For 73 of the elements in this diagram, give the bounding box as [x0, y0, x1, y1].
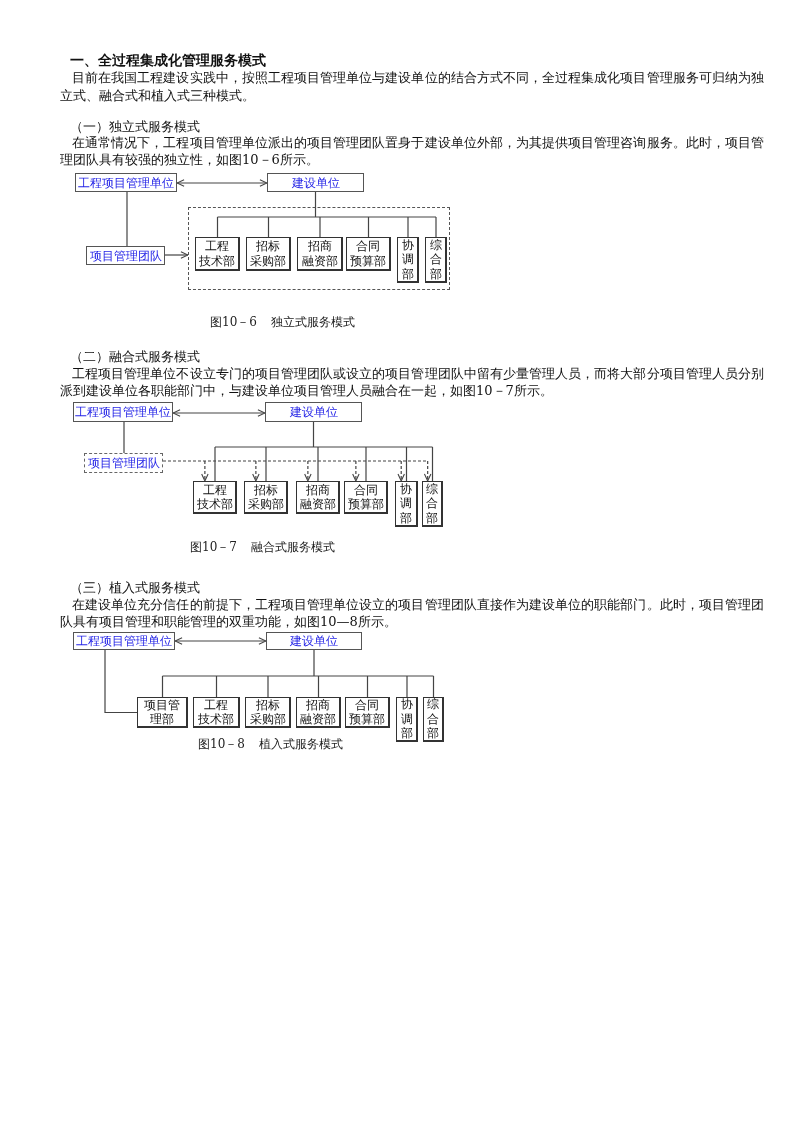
department-box: 工程技术部 — [193, 481, 237, 514]
connector-line — [317, 675, 320, 698]
dashed-arrow — [201, 460, 209, 482]
paragraph: 目前在我国工程建设实践中，按照工程项目管理单位与建设单位的结合方式不同，全过程集成化项目管理服务可归纳为独立式、融合式和植入式三种模式。 — [60, 69, 764, 104]
connector-line — [432, 675, 435, 698]
connector-line — [407, 216, 409, 238]
department-box: 协调部 — [396, 697, 418, 742]
connector-line — [405, 446, 408, 482]
connector-line — [435, 216, 437, 238]
connector-line — [267, 675, 269, 698]
dashed-arrow — [304, 460, 312, 482]
double-arrow — [176, 179, 268, 187]
unit-box: 工程项目管理单位 — [73, 402, 173, 422]
connector-line — [215, 675, 218, 698]
department-box: 招标采购部 — [244, 481, 288, 514]
department-box: 招商融资部 — [296, 481, 340, 514]
department-box: 合同预算部 — [345, 697, 390, 728]
dashed-frame — [188, 207, 450, 290]
department-box: 综合部 — [422, 481, 443, 527]
connector-line — [319, 216, 321, 238]
connector-line — [431, 446, 434, 482]
heading: 一、全过程集成化管理服务模式 — [70, 52, 266, 70]
figure-caption: 图10－6 独立式服务模式 — [210, 314, 355, 331]
department-box: 综合部 — [425, 237, 447, 283]
subheading: （三）植入式服务模式 — [70, 578, 200, 596]
department-box: 工程技术部 — [195, 237, 240, 271]
paragraph: 在通常情况下，工程项目管理单位派出的项目管理团队置身于建设单位外部，为其提供项目管理咨询服务。此时，项目管理团队具有较强的独立性，如图10－6所示。 — [60, 134, 764, 169]
figure-caption: 图10－7 融合式服务模式 — [190, 539, 335, 556]
team-box: 项目管理团队 — [84, 453, 163, 473]
dashed-line — [162, 460, 429, 462]
double-arrow — [172, 409, 266, 417]
unit-box: 建设单位 — [265, 402, 362, 422]
double-arrow — [174, 637, 267, 645]
department-box: 协调部 — [395, 481, 418, 527]
dashed-arrow — [423, 460, 432, 482]
dashed-arrow — [252, 460, 260, 482]
paragraph: 在建设单位充分信任的前提下，工程项目管理单位设立的项目管理团队直接作为建设单位的职能部门。此时，项目管理团队具有项目管理和职能管理的双重功能，如图10—8所示。 — [60, 595, 764, 631]
connector-line — [214, 446, 216, 482]
connector-line — [161, 675, 164, 698]
unit-box: 建设单位 — [266, 632, 362, 650]
connector-line — [161, 649, 435, 677]
department-box: 综合部 — [423, 697, 444, 742]
paragraph: 工程项目管理单位不设立专门的项目管理团队或设立的项目管理团队中留有少量管理人员，而将大部分项目管理人员分别派到建设单位各职能部门中，与建设单位项目管理人员融合在一起，如图10－7所示。 — [60, 364, 764, 400]
department-box: 招标采购部 — [246, 237, 291, 271]
connector-line — [367, 216, 370, 238]
connector-line — [214, 421, 434, 448]
department-box: 招商融资部 — [297, 237, 343, 271]
arrow — [164, 251, 189, 259]
unit-box: 工程项目管理单位 — [75, 173, 177, 192]
connector-line — [406, 675, 408, 698]
dashed-arrow — [397, 460, 405, 482]
department-box: 项目管理部 — [137, 697, 188, 728]
connector-line — [104, 649, 138, 714]
connector-line — [265, 446, 267, 482]
unit-box: 工程项目管理单位 — [73, 632, 175, 650]
connector-line — [317, 446, 319, 482]
department-box: 合同预算部 — [346, 237, 391, 271]
connector-line — [267, 216, 270, 238]
subheading: （一）独立式服务模式 — [70, 118, 200, 136]
department-box: 招标采购部 — [245, 697, 291, 728]
team-box: 项目管理团队 — [86, 246, 165, 265]
figure-caption: 图10－8 植入式服务模式 — [198, 736, 343, 753]
connector-line — [366, 675, 369, 698]
connector-line — [123, 421, 125, 454]
connector-line — [126, 191, 128, 247]
connector-line — [365, 446, 367, 482]
unit-box: 建设单位 — [267, 173, 364, 192]
dashed-arrow — [352, 460, 360, 482]
department-box: 工程技术部 — [193, 697, 240, 728]
department-box: 合同预算部 — [344, 481, 388, 514]
subheading: （二）融合式服务模式 — [70, 347, 200, 365]
department-box: 招商融资部 — [296, 697, 341, 728]
department-box: 协调部 — [397, 237, 419, 283]
